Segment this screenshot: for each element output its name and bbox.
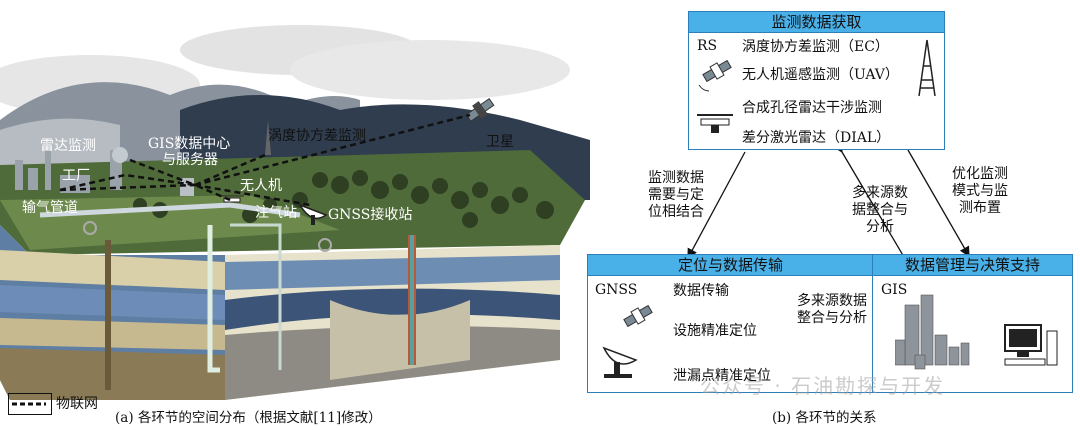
arrow-label-3: 优化监测模式与监测布置	[952, 166, 1008, 216]
box-positioning-tag: GNSS	[595, 282, 638, 298]
monitoring-item-2: 无人机遥感监测（UAV）	[742, 67, 899, 83]
caption-right: (b) 各环节的关系	[772, 410, 877, 426]
label-radar: 雷达监测	[40, 138, 96, 154]
rs-icons	[697, 59, 733, 133]
positioning-item-3: 泄漏点精准定位	[673, 368, 771, 384]
box-monitoring: 监测数据获取	[688, 11, 945, 150]
positioning-item-2: 设施精准定位	[673, 323, 757, 339]
box-positioning-title: 定位与数据传输	[588, 255, 873, 276]
label-server: 与服务器	[162, 152, 218, 168]
monitoring-item-4: 差分激光雷达（DIAL）	[742, 130, 891, 146]
legend-label: 物联网	[56, 396, 98, 412]
arrow-label-1: 监测数据需要与定位相结合	[648, 170, 704, 220]
gis-icons	[895, 294, 1058, 370]
label-satellite: 卫星	[486, 134, 514, 150]
box-gis-tag: GIS	[881, 282, 908, 298]
caption-left: (a) 各环节的空间分布（根据文献[11]修改）	[115, 410, 382, 426]
label-pipeline: 输气管道	[22, 200, 78, 216]
label-factory: 工厂	[62, 168, 90, 184]
label-drone: 无人机	[240, 178, 282, 194]
arrow-label-2: 多来源数据整合与分析	[852, 185, 908, 235]
tower-icon	[918, 39, 936, 97]
legend-box	[8, 393, 52, 415]
label-gnss: GNSS接收站	[328, 207, 413, 223]
watermark: 公众号 · 石油勘探与开发	[700, 374, 946, 398]
label-injection: 注气站	[255, 205, 297, 221]
monitoring-item-3: 合成孔径雷达干涉监测	[742, 100, 882, 116]
label-eddy: 涡度协方差监测	[268, 128, 366, 144]
box-gis-title: 数据管理与决策支持	[873, 255, 1072, 276]
monitoring-item-1: 涡度协方差监测（EC）	[742, 39, 889, 55]
gnss-icons	[602, 304, 653, 378]
scene-drawing	[0, 25, 590, 406]
box-positioning: 定位与数据传输	[587, 254, 874, 393]
arrow-right-to-top-a	[832, 141, 905, 258]
arrow-right-to-top-b	[907, 149, 970, 258]
box-monitoring-title: 监测数据获取	[689, 12, 944, 33]
label-gis-center: GIS数据中心	[148, 136, 231, 152]
arrow-top-to-left	[687, 151, 746, 260]
arrow-label-4: 多来源数据整合与分析	[797, 293, 867, 326]
positioning-item-1: 数据传输	[673, 283, 729, 299]
box-monitoring-tag: RS	[697, 38, 718, 54]
spatial-distribution-illustration: 雷达监测 GIS数据中心 与服务器 涡度协方差监测 卫星 工厂 无人机 输气管道…	[0, 25, 590, 426]
